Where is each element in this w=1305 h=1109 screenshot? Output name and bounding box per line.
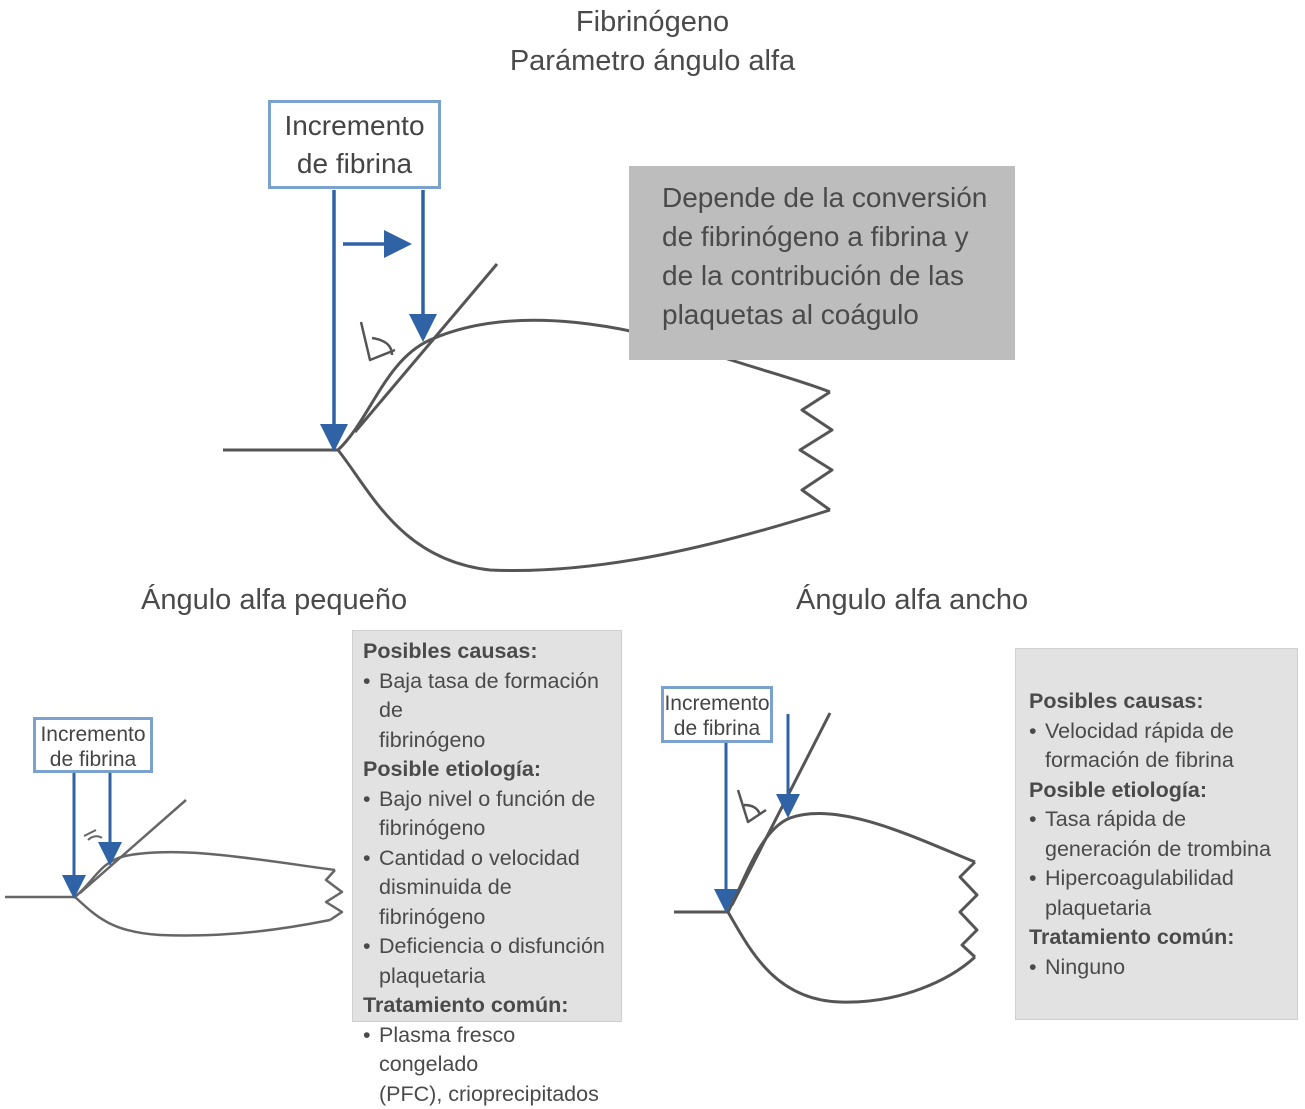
main-zigzag <box>800 392 832 510</box>
small-tracing <box>5 800 342 936</box>
main-increment-line2: de fibrina <box>271 145 438 183</box>
description-line-1: Depende de la conversión <box>662 178 1015 217</box>
small-angle-heading: Ángulo alfa pequeño <box>141 584 407 617</box>
wide-tracing <box>674 713 977 1002</box>
small-angle-mark <box>84 830 102 840</box>
wide-increment-line1: Incremento <box>664 691 770 716</box>
small-cause-1-cont: fibrinógeno <box>363 726 617 756</box>
main-angle-mark <box>361 322 395 360</box>
small-zigzag <box>326 870 342 920</box>
small-increment-line2: de fibrina <box>36 747 150 772</box>
wide-cause-1: Velocidad rápida de <box>1029 717 1293 747</box>
small-upper-curve <box>75 852 335 897</box>
small-treatment-title: Tratamiento común: <box>363 991 617 1021</box>
wide-info-box: Posibles causas: Velocidad rápida de for… <box>1015 648 1298 1020</box>
wide-etiology-1: Tasa rápida de <box>1029 805 1293 835</box>
main-description-box: Depende de la conversión de fibrinógeno … <box>629 166 1015 360</box>
wide-angle-heading: Ángulo alfa ancho <box>796 584 1028 617</box>
small-treatment-1: Plasma fresco congelado <box>363 1021 617 1080</box>
small-info-box: Posibles causas: Baja tasa de formación … <box>352 630 622 1022</box>
wide-angle-mark <box>738 790 766 822</box>
small-etiology-3: Deficiencia o disfunción <box>363 932 617 962</box>
wide-etiology-2-cont: plaquetaria <box>1029 894 1293 924</box>
wide-cause-1-cont: formación de fibrina <box>1029 746 1293 776</box>
wide-causes-title: Posibles causas: <box>1029 687 1293 717</box>
wide-increment-label: Incremento de fibrina <box>661 686 773 743</box>
small-tangent-line <box>80 800 186 893</box>
wide-etiology-title: Posible etiología: <box>1029 776 1293 806</box>
wide-upper-curve <box>728 813 975 912</box>
small-increment-label: Incremento de fibrina <box>33 717 153 773</box>
description-line-3: de la contribución de las <box>662 256 1015 295</box>
description-line-2: de fibrinógeno a fibrina y <box>662 217 1015 256</box>
main-tangent-line <box>355 264 497 432</box>
wide-treatment-1: Ninguno <box>1029 953 1293 983</box>
wide-etiology-2: Hipercoagulabilidad <box>1029 864 1293 894</box>
small-etiology-1: Bajo nivel o función de <box>363 785 617 815</box>
wide-lower-curve <box>728 912 975 1002</box>
small-etiology-3-cont: plaquetaria <box>363 962 617 992</box>
small-etiology-2: Cantidad o velocidad <box>363 844 617 874</box>
small-treatment-1-cont: (PFC), crioprecipitados <box>363 1080 617 1109</box>
main-increment-label: Incremento de fibrina <box>268 100 441 189</box>
small-etiology-title: Posible etiología: <box>363 755 617 785</box>
small-causes-title: Posibles causas: <box>363 637 617 667</box>
small-lower-curve <box>75 897 330 936</box>
description-line-4: plaquetas al coágulo <box>662 295 1015 334</box>
wide-increment-line2: de fibrina <box>664 716 770 741</box>
wide-treatment-title: Tratamiento común: <box>1029 923 1293 953</box>
main-increment-line1: Incremento <box>271 107 438 145</box>
main-arrows <box>334 190 423 445</box>
wide-etiology-1-cont: generación de trombina <box>1029 835 1293 865</box>
wide-zigzag <box>960 862 977 957</box>
small-etiology-2-cont: disminuida de fibrinógeno <box>363 873 617 932</box>
main-lower-curve <box>338 450 830 571</box>
small-increment-line1: Incremento <box>36 722 150 747</box>
small-etiology-1-cont: fibrinógeno <box>363 814 617 844</box>
small-cause-1: Baja tasa de formación de <box>363 667 617 726</box>
